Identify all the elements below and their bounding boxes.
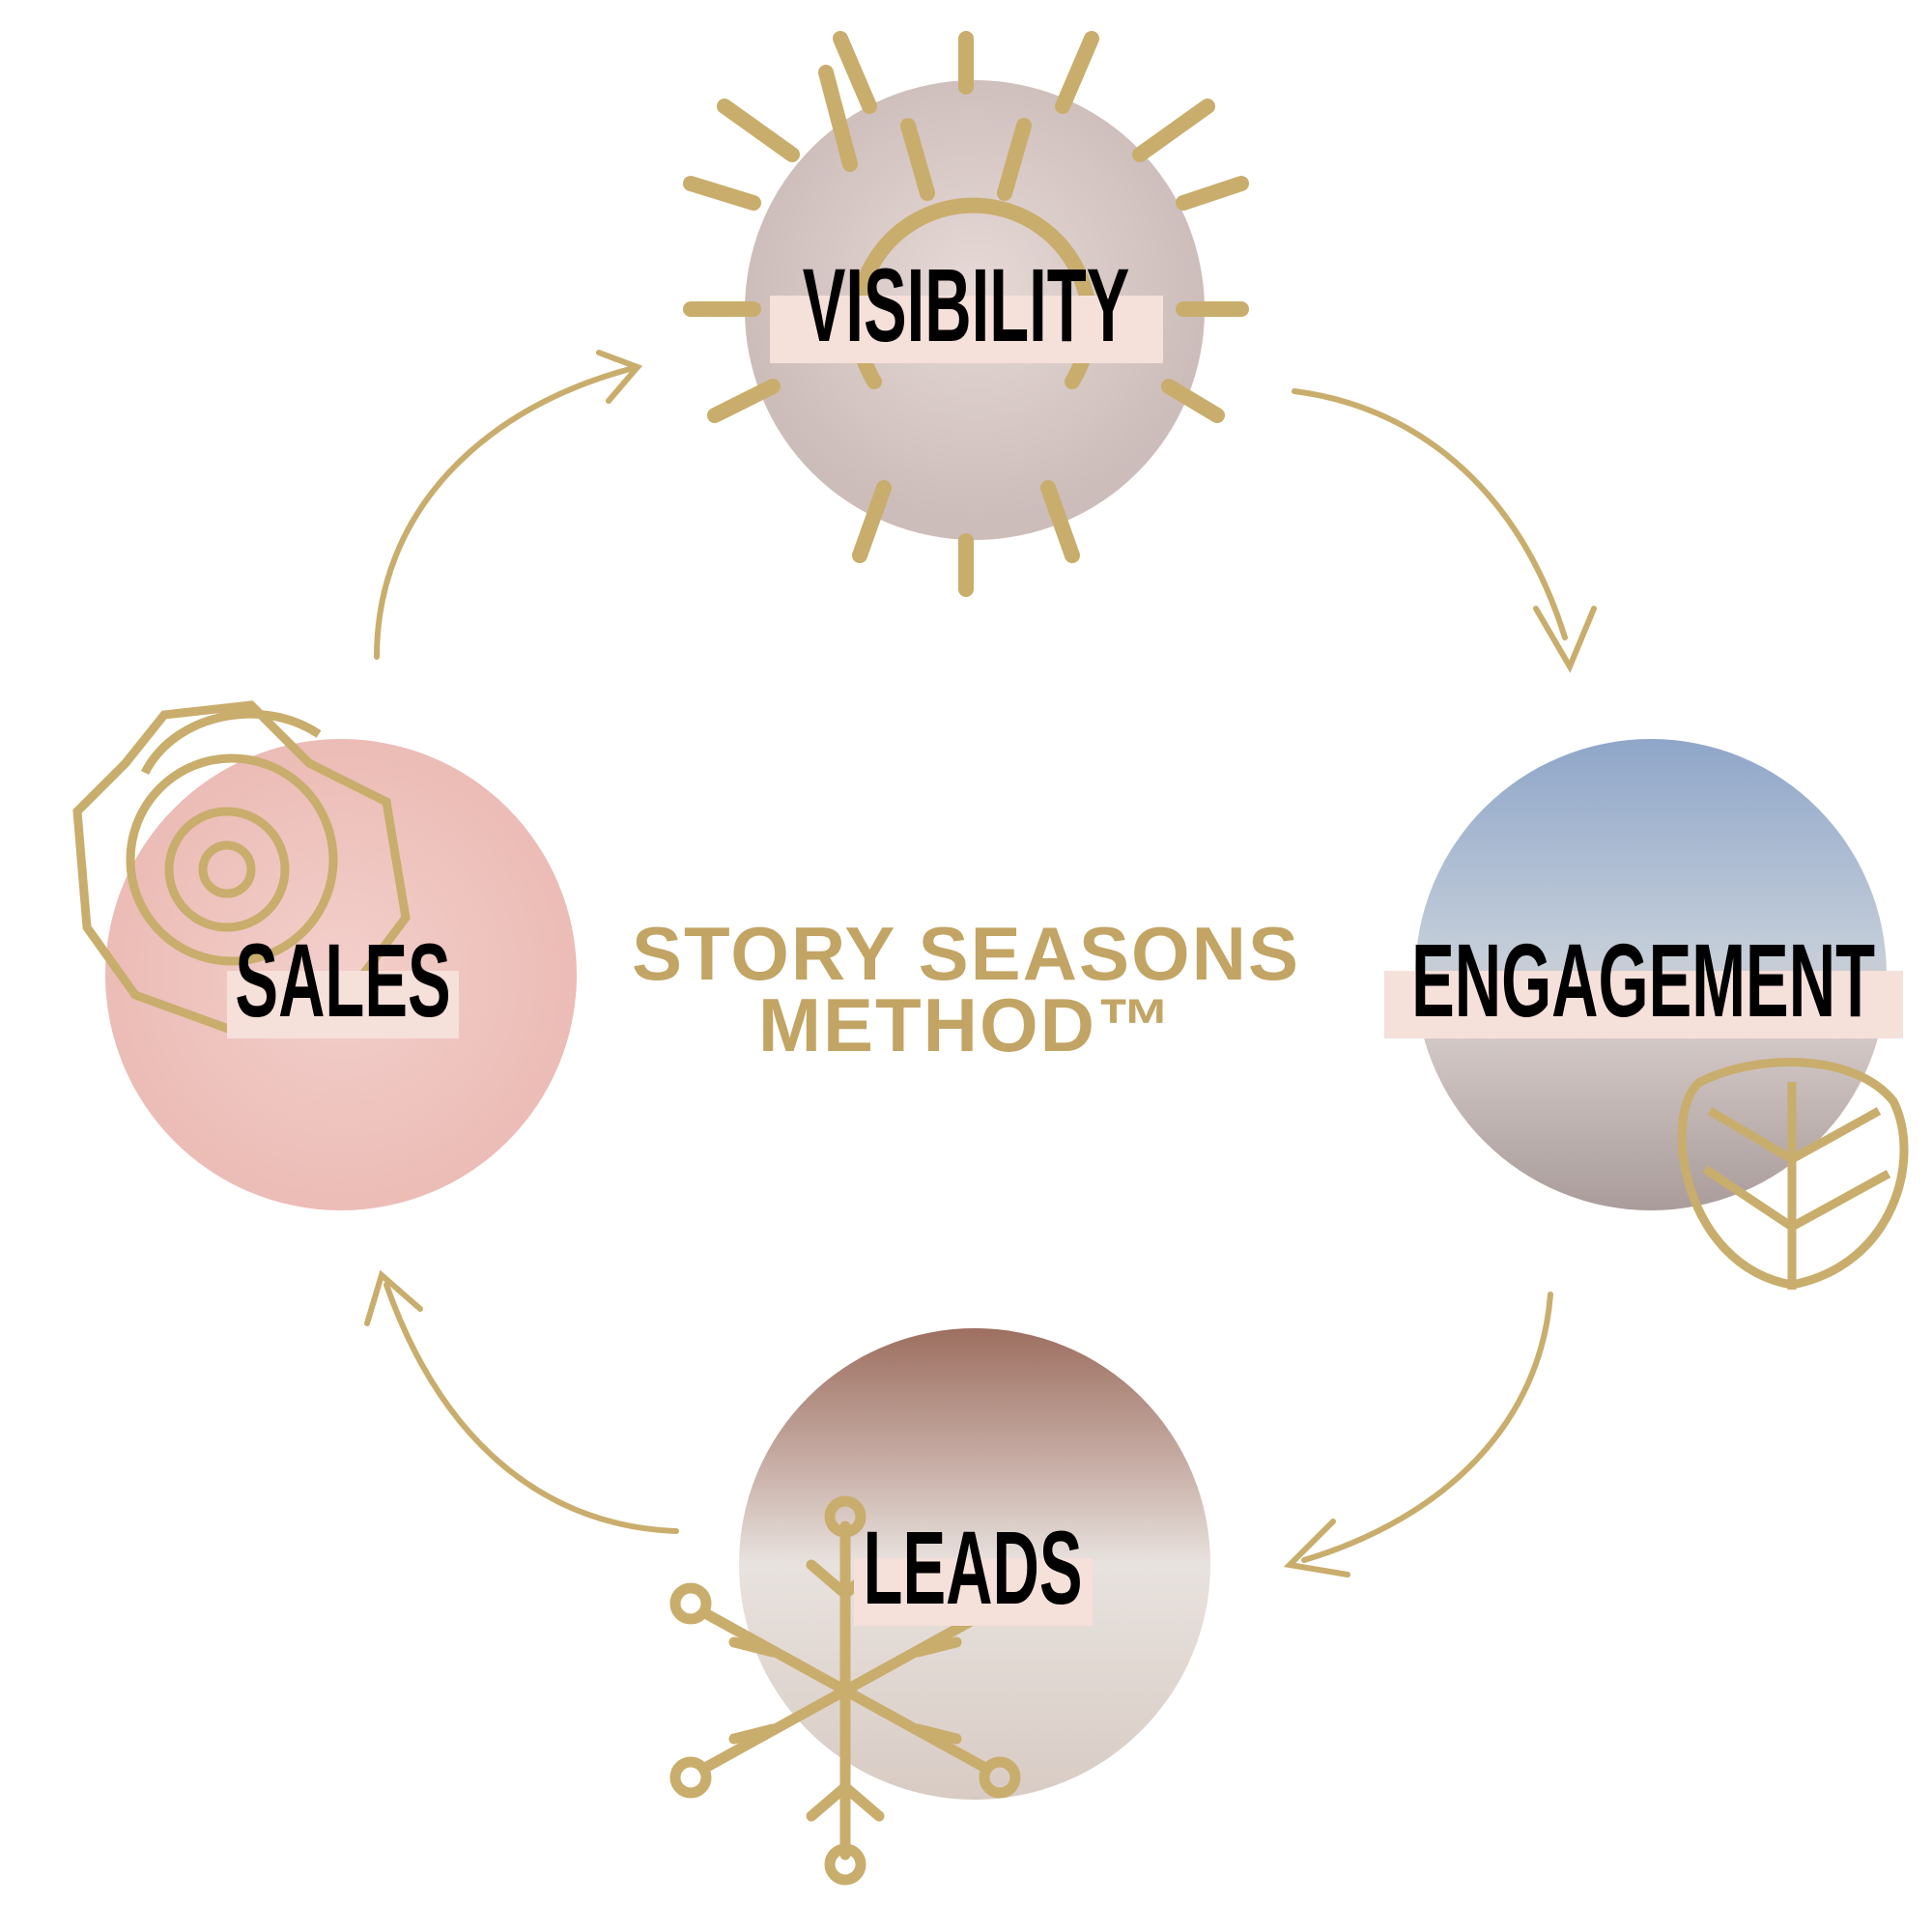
engagement-label: ENGAGEMENT (1411, 922, 1876, 1038)
stage-label-sales: SALES (227, 928, 459, 1038)
arrow-engagement-to-leads (1301, 1292, 1553, 1563)
arrow-sales-to-visibility (374, 364, 640, 660)
stage-label-engagement: ENGAGEMENT (1384, 928, 1903, 1038)
leads-label: LEADS (864, 1509, 1083, 1626)
sales-label: SALES (235, 922, 451, 1038)
visibility-label: VISIBILITY (803, 246, 1130, 363)
stage-label-leads: LEADS (854, 1516, 1093, 1626)
arrow-visibility-to-engagement (1292, 388, 1568, 640)
method-title: STORY SEASONS METHOD™ (580, 911, 1352, 1067)
arrow-leads-to-sales (384, 1282, 679, 1534)
cycle-arrows (364, 350, 1597, 1577)
method-title-line1: STORY SEASONS (631, 911, 1301, 996)
stage-label-visibility: VISIBILITY (770, 253, 1163, 363)
snowflake-icon (669, 1495, 1021, 1886)
leaf-icon (1677, 1058, 1909, 1290)
rose-icon (72, 700, 411, 1038)
method-title-line2: METHOD™ (758, 982, 1174, 1067)
